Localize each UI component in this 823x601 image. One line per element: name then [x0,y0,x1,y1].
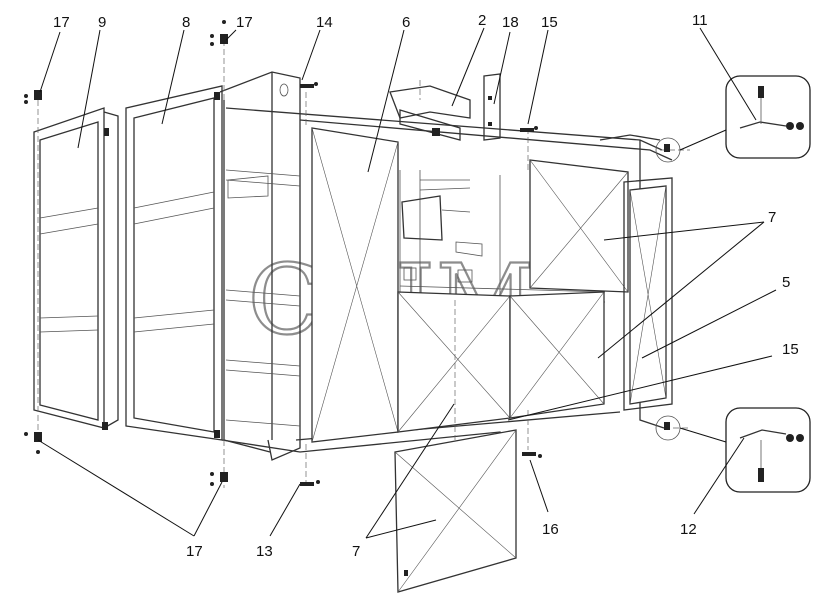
assembly-lines [37,40,690,488]
detail-inset-11 [679,75,811,159]
detail-inset-12 [679,407,811,493]
callout-17-bottom: 17 [186,543,203,560]
callout-12: 12 [680,521,697,538]
callout-17-top-left: 17 [53,14,70,31]
callout-13: 13 [256,543,273,560]
callout-labels: 17 9 8 17 14 6 2 18 15 11 7 5 15 17 13 7… [53,12,799,560]
callout-15-right: 15 [782,341,799,358]
leader-lines [37,27,777,539]
panel-7-detached [394,429,517,593]
panel-7-right-lower [509,291,605,419]
callout-2: 2 [478,12,486,29]
panel-5 [623,177,673,411]
left-door-frame [33,107,119,430]
panel-7-center [397,291,511,433]
callout-8: 8 [182,14,190,31]
hardware-bolts [24,20,681,486]
callout-7-right: 7 [768,209,776,226]
callout-7-bottom: 7 [352,543,360,560]
callout-16: 16 [542,521,559,538]
callout-18: 18 [502,14,519,31]
callout-6: 6 [402,14,410,31]
door-frame-8 [125,85,223,441]
panel-7-upper-right [529,159,629,293]
top-bracket-2 [389,73,501,141]
callout-17-top: 17 [236,14,253,31]
callout-9: 9 [98,14,106,31]
panel-6 [311,127,399,443]
callout-5: 5 [782,274,790,291]
callout-14: 14 [316,14,333,31]
callout-11: 11 [692,12,708,29]
callout-15-top: 15 [541,14,558,31]
interior-mechanism [227,175,483,283]
